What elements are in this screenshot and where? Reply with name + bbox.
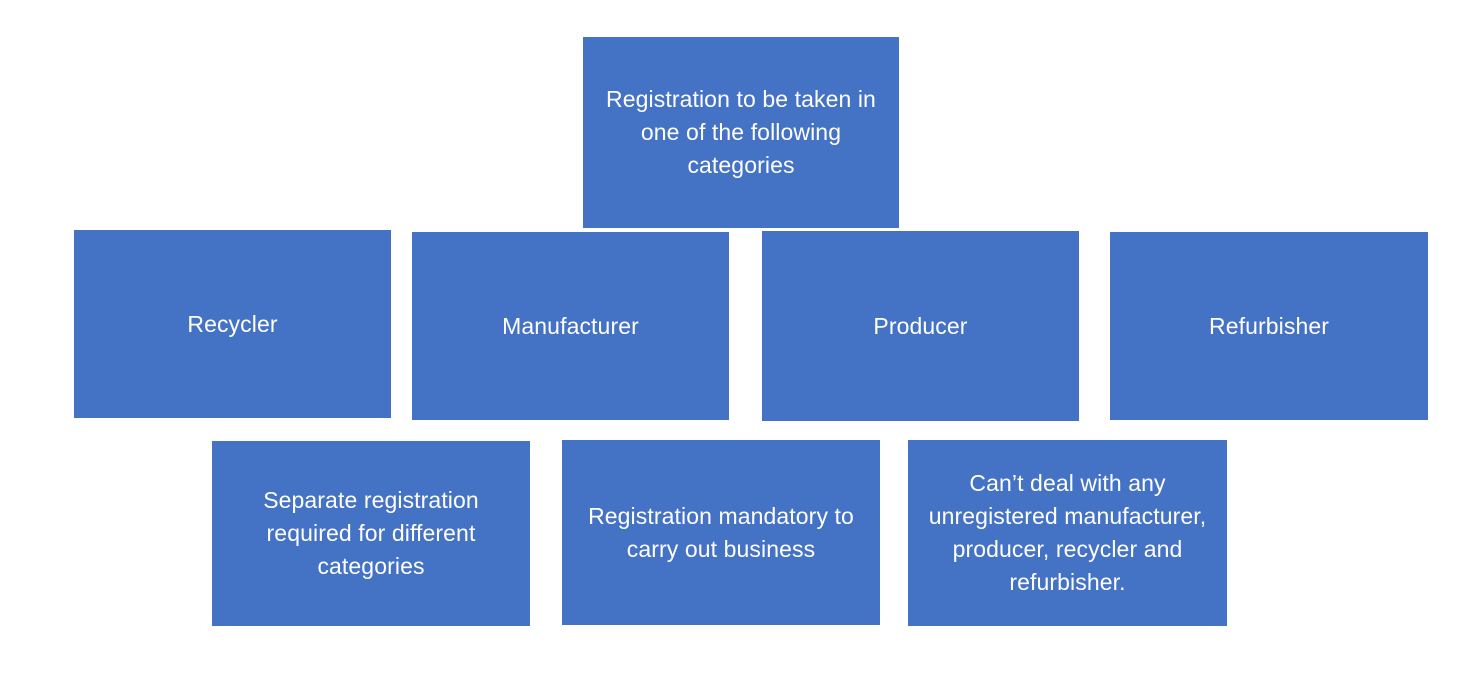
note-node-separate-registration-label: Separate registration required for diffe… xyxy=(263,487,479,579)
note-node-registration-mandatory-label: Registration mandatory to carry out busi… xyxy=(588,502,854,562)
root-node-label: Registration to be taken in one of the f… xyxy=(606,86,876,178)
note-node-unregistered-dealing[interactable]: Can’t deal with any unregistered manufac… xyxy=(908,440,1227,626)
note-node-registration-mandatory[interactable]: Registration mandatory to carry out busi… xyxy=(562,440,880,625)
category-node-recycler-label: Recycler xyxy=(187,310,278,337)
category-node-manufacturer-label: Manufacturer xyxy=(502,312,639,339)
category-node-recycler[interactable]: Recycler xyxy=(74,230,391,418)
category-node-producer-label: Producer xyxy=(873,312,968,339)
root-node-registration-categories[interactable]: Registration to be taken in one of the f… xyxy=(583,37,899,228)
category-node-refurbisher[interactable]: Refurbisher xyxy=(1110,232,1428,420)
note-node-unregistered-dealing-label: Can’t deal with any unregistered manufac… xyxy=(928,470,1207,595)
category-node-refurbisher-label: Refurbisher xyxy=(1209,312,1329,339)
category-node-producer[interactable]: Producer xyxy=(762,231,1079,421)
category-node-manufacturer[interactable]: Manufacturer xyxy=(412,232,729,420)
note-node-separate-registration[interactable]: Separate registration required for diffe… xyxy=(212,441,530,626)
